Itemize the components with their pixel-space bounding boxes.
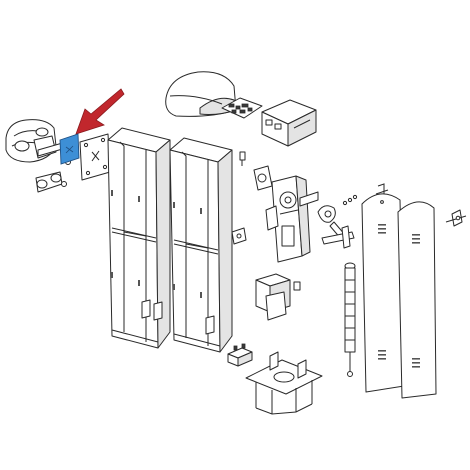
terminal-block — [227, 343, 253, 367]
lever-bracket — [321, 225, 355, 249]
top-cover — [165, 71, 237, 117]
door-panel-right — [397, 201, 437, 399]
red-arrow-icon — [75, 88, 125, 135]
foundation-plate — [245, 351, 323, 415]
small-bracket — [239, 151, 246, 166]
arm-clamp-assembly — [5, 119, 71, 193]
control-board — [221, 97, 263, 119]
cabinet-left — [107, 127, 171, 349]
cabinet-right — [169, 137, 233, 353]
blue-mounting-plate[interactable] — [59, 133, 80, 165]
control-box — [261, 99, 317, 147]
balance-spring — [344, 262, 356, 377]
latch-part — [445, 209, 467, 227]
gear-motor-assembly — [253, 165, 319, 263]
pin-bracket — [231, 227, 247, 245]
transformer — [255, 273, 301, 321]
flange-plate — [79, 133, 111, 181]
